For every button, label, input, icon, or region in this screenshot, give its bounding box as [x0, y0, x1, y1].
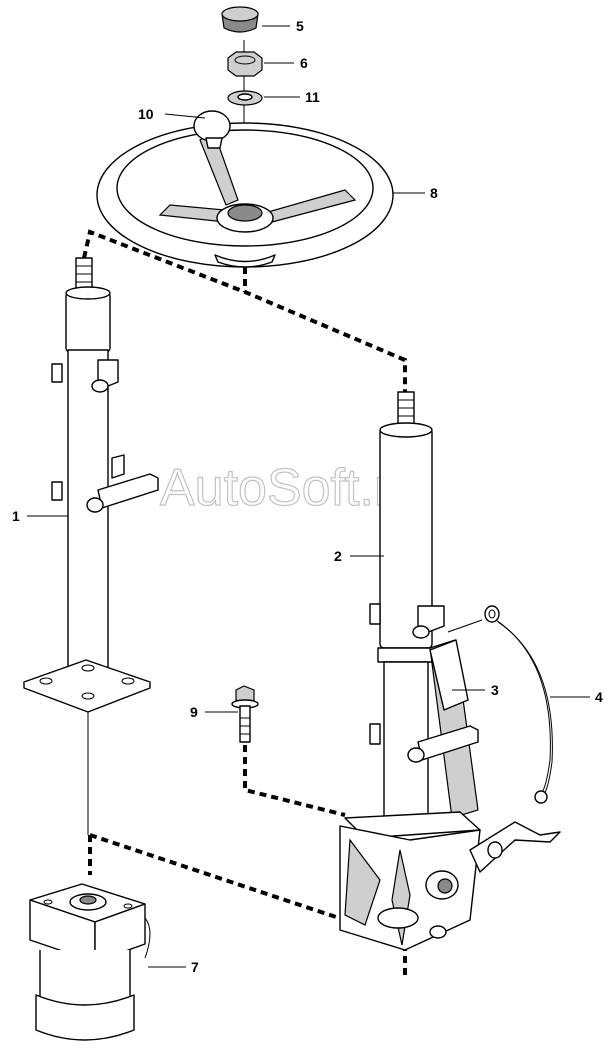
callout-2: 2 — [334, 548, 342, 564]
gas-spring-part-3 — [429, 639, 469, 711]
callout-8: 8 — [430, 185, 438, 201]
spinner-knob-part-10 — [193, 110, 231, 149]
cable-part-4 — [484, 605, 553, 804]
steering-unit-part-7 — [29, 883, 151, 1041]
callout-6: 6 — [300, 55, 308, 71]
cap-part-5 — [221, 6, 259, 33]
washer-part-11 — [227, 90, 263, 106]
callout-11: 11 — [305, 89, 320, 105]
callout-9: 9 — [190, 704, 198, 720]
leader-lines — [27, 25, 590, 968]
callout-1: 1 — [12, 508, 20, 524]
steering-column-part-1 — [23, 257, 159, 713]
steering-wheel-part-8 — [96, 122, 394, 268]
callout-4: 4 — [595, 689, 603, 705]
callout-3: 3 — [491, 682, 499, 698]
callout-labels: 5 6 11 10 8 1 2 3 4 9 7 — [12, 18, 603, 975]
bolt-part-9 — [231, 685, 259, 743]
callout-5: 5 — [296, 18, 304, 34]
watermark-text: AutoSoft.ru — [160, 459, 420, 517]
steering-column-part-2 — [339, 391, 561, 951]
callout-7: 7 — [191, 959, 199, 975]
nut-part-6 — [227, 51, 263, 77]
callout-10: 10 — [138, 106, 154, 122]
